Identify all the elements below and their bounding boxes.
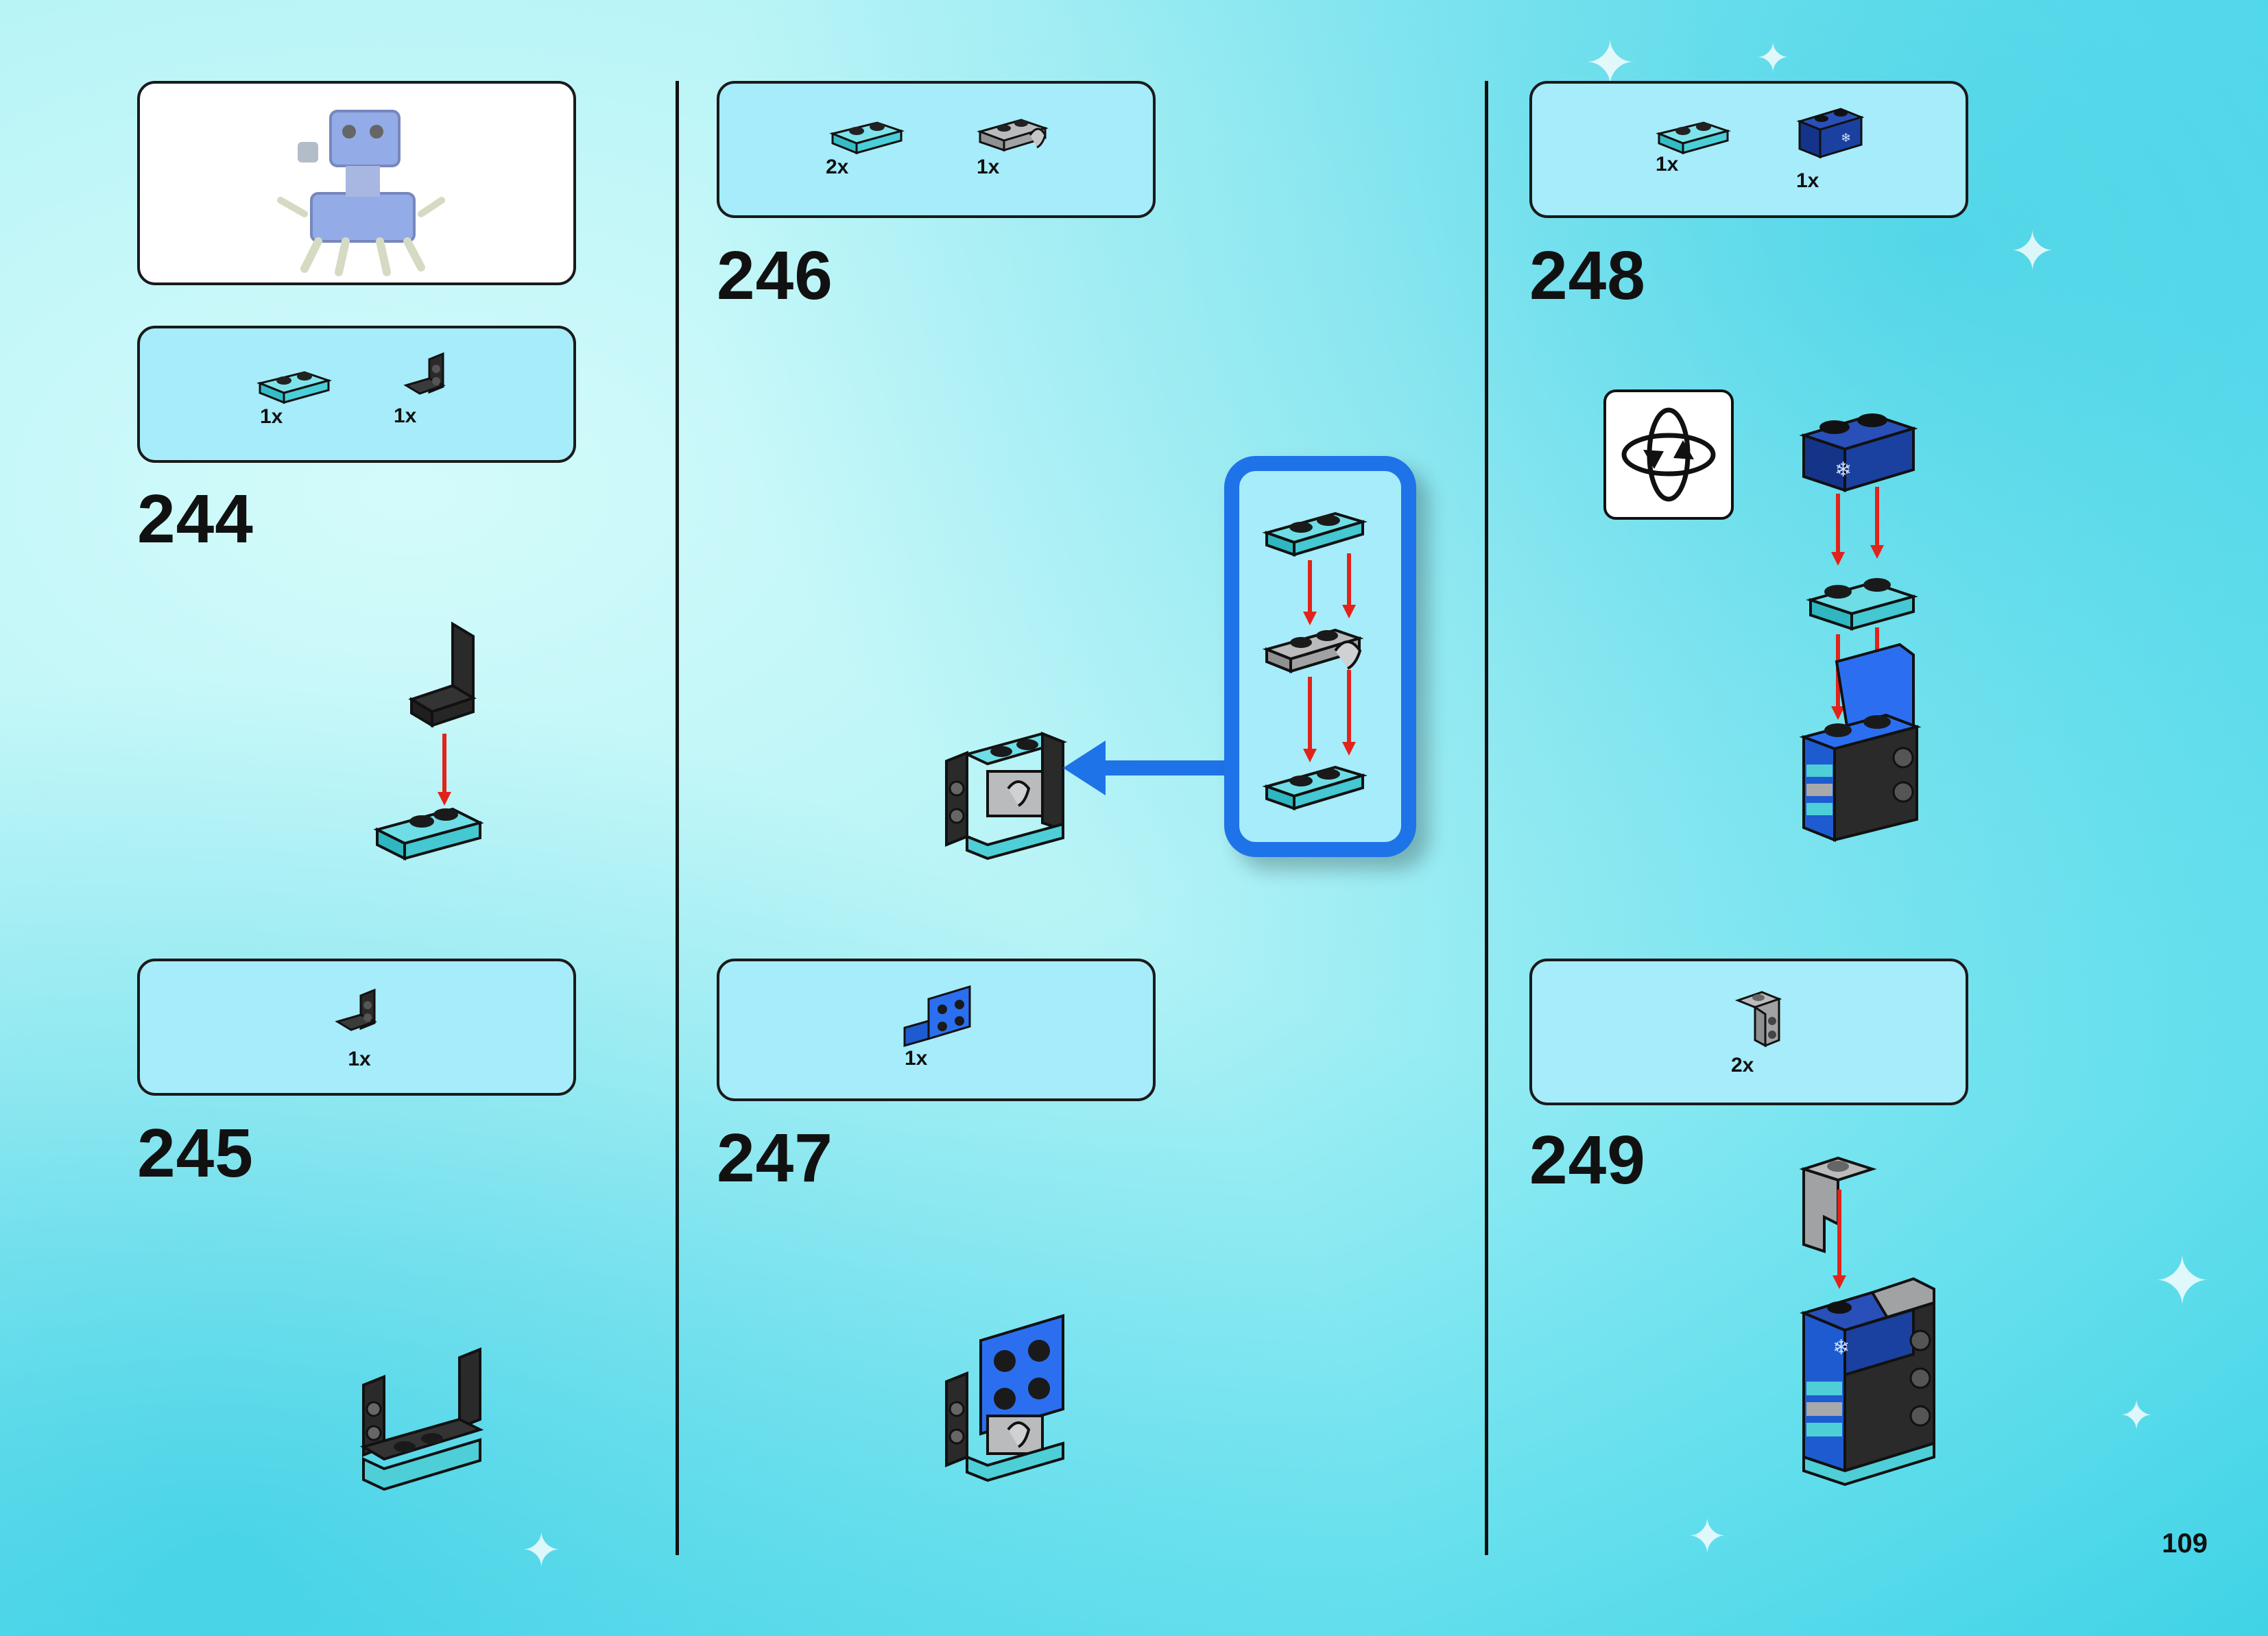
sparkle-icon: ✦ bbox=[1756, 34, 1791, 82]
step-number: 246 bbox=[717, 237, 833, 314]
column-divider bbox=[1485, 81, 1488, 1555]
parts-list-box: 1x bbox=[717, 959, 1156, 1101]
step-244-assembly-illustration bbox=[373, 621, 484, 861]
part-quantity: 1x bbox=[348, 1048, 371, 1070]
step-246-assembly-illustration bbox=[945, 732, 1068, 861]
navy-printed-brick-icon: ❄ bbox=[1796, 108, 1865, 159]
part-quantity: 1x bbox=[905, 1047, 928, 1070]
black-bracket-icon bbox=[403, 352, 446, 395]
model-preview-box bbox=[137, 81, 576, 285]
cyan-plate-1x2-icon bbox=[829, 121, 905, 155]
part-quantity: 1x bbox=[394, 405, 417, 427]
sparkle-icon: ✦ bbox=[521, 1522, 562, 1578]
parts-list-box: 1x bbox=[137, 959, 576, 1096]
sparkle-icon: ✦ bbox=[2009, 219, 2056, 283]
cyan-plate-1x2-icon bbox=[1656, 121, 1732, 155]
step-245-assembly-illustration bbox=[360, 1347, 484, 1491]
part-quantity: 2x bbox=[826, 156, 849, 178]
parts-list-box: 2x bbox=[1529, 959, 1968, 1105]
part-item: ❄ 1x bbox=[1793, 101, 1868, 192]
sparkle-icon: ✦ bbox=[2153, 1241, 2211, 1321]
part-quantity: 1x bbox=[260, 405, 283, 428]
part-item: 1x bbox=[1656, 115, 1732, 183]
model-preview-icon bbox=[277, 110, 445, 276]
parts-list-box: 1x 1x bbox=[137, 326, 576, 463]
gray-clip-plate-icon bbox=[977, 119, 1049, 152]
rotate-icon bbox=[1621, 407, 1716, 502]
page-number: 109 bbox=[2162, 1528, 2208, 1559]
part-item: 1x bbox=[977, 108, 1052, 183]
cyan-plate-1x2-icon bbox=[256, 371, 333, 405]
parts-list-box: 1x ❄ 1x bbox=[1529, 81, 1968, 218]
callout-assembly-illustration bbox=[1262, 512, 1368, 810]
part-quantity: 2x bbox=[1731, 1054, 1754, 1076]
part-item: 1x bbox=[394, 352, 455, 427]
direction-arrow bbox=[1063, 741, 1234, 795]
sparkle-icon: ✦ bbox=[1687, 1508, 1728, 1565]
part-item: 1x bbox=[256, 364, 333, 428]
svg-text:❄: ❄ bbox=[1841, 131, 1851, 145]
black-bracket-icon bbox=[335, 988, 377, 1031]
rotate-model-box bbox=[1603, 389, 1734, 520]
part-quantity: 1x bbox=[1796, 169, 1819, 192]
part-item: 2x bbox=[826, 115, 905, 183]
part-quantity: 1x bbox=[1656, 153, 1679, 176]
step-number: 244 bbox=[137, 481, 254, 557]
column-divider bbox=[676, 81, 679, 1555]
svg-text:❄: ❄ bbox=[1833, 1336, 1850, 1360]
part-item: 2x bbox=[1731, 985, 1793, 1081]
blue-bracket-2x2-icon bbox=[903, 985, 971, 1047]
step-247-assembly-illustration bbox=[945, 1314, 1064, 1482]
gray-bracket-icon bbox=[1734, 991, 1782, 1048]
step-249-assembly-illustration: ❄ bbox=[1799, 1156, 1935, 1487]
part-item: 1x bbox=[901, 985, 977, 1074]
parts-list-box: 2x 1x bbox=[717, 81, 1156, 218]
step-248-assembly-illustration: ❄ bbox=[1799, 413, 1922, 842]
sparkle-icon: ✦ bbox=[2119, 1392, 2154, 1440]
step-number: 248 bbox=[1529, 237, 1646, 314]
step-number: 249 bbox=[1529, 1122, 1646, 1199]
part-quantity: 1x bbox=[977, 156, 1000, 178]
svg-text:❄: ❄ bbox=[1835, 458, 1852, 482]
step-number: 245 bbox=[137, 1115, 254, 1192]
sub-assembly-callout bbox=[1224, 456, 1416, 857]
step-number: 247 bbox=[717, 1120, 833, 1196]
part-item: 1x bbox=[332, 988, 387, 1071]
